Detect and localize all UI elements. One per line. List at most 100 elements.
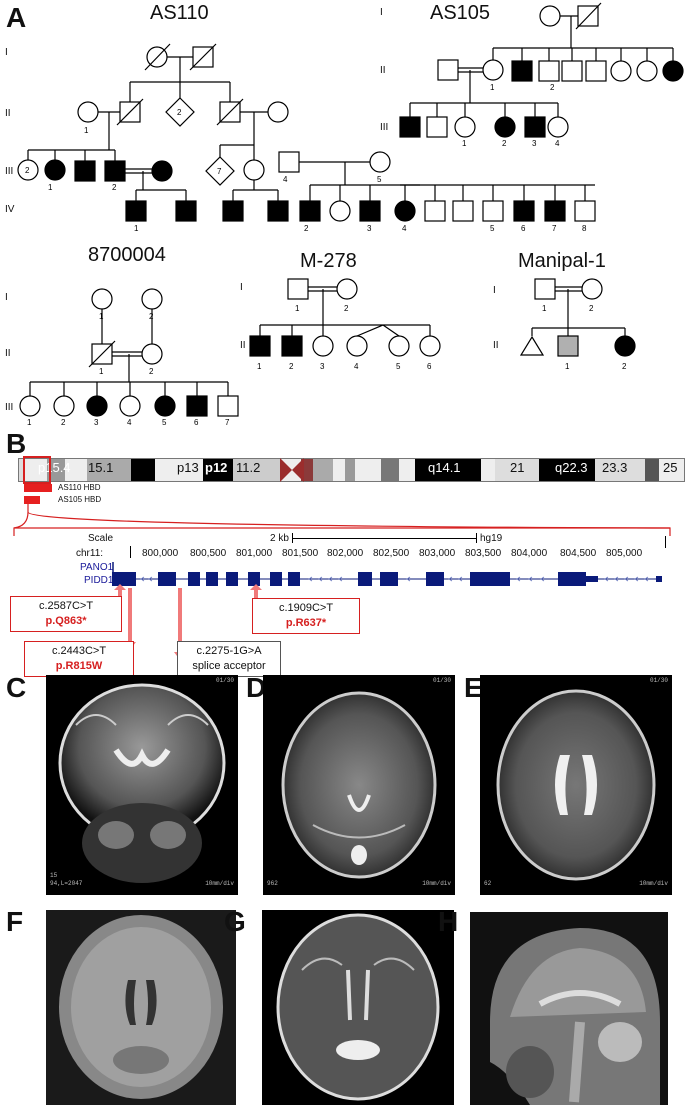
svg-text:2: 2 [177,108,182,117]
svg-text:1: 1 [565,362,570,371]
svg-text:3: 3 [532,139,537,148]
svg-text:8: 8 [582,224,587,233]
family-title-manipal1: Manipal-1 [518,250,606,272]
generation-label: II [493,340,499,351]
mri-overlay-text: 10mm/div [639,880,668,887]
mri-image-axial-t1 [46,910,236,1105]
svg-text:2: 2 [550,83,555,92]
panel-label-e: E [464,672,483,703]
gene-label-pano1: PANO1 [80,562,114,573]
mutation-cdna: c.2275-1G>A [196,645,262,657]
browser-position-label: 803,000 [419,548,456,559]
chromosome-ideogram [18,458,685,482]
family-title-m278: M-278 [300,250,357,272]
chromosome-band-label: p15.4 [38,460,71,475]
mri-overlay-text: 15 [50,872,58,879]
browser-position-label: 805,000 [606,548,643,559]
mri-overlay-text: 01/30 [432,677,451,684]
panel-label-c: C [6,672,27,703]
generation-label: I [5,47,8,58]
svg-text:4: 4 [555,139,560,148]
mutation-box: c.2275-1G>A splice acceptor [177,641,281,677]
panel-label-a: A [6,2,27,33]
panel-label-f: F [6,906,24,937]
svg-text:2: 2 [149,312,154,321]
svg-text:3: 3 [94,418,99,427]
generation-label: II [380,65,386,76]
mutation-consequence: splice acceptor [192,660,266,672]
mutation-cdna: c.2587C>T [38,600,94,612]
browser-position-label: 801,500 [282,548,319,559]
svg-text:1: 1 [84,126,89,135]
svg-text:4: 4 [283,175,288,184]
mri-image-sagittal [470,912,668,1105]
mri-overlay-text: 01/30 [215,677,234,684]
panel-label-h: H [438,906,459,937]
generation-label: I [5,292,8,303]
mri-overlay-text: 962 [267,880,278,887]
svg-text:1: 1 [295,304,300,313]
svg-text:5: 5 [396,362,401,371]
mutation-cdna: c.1909C>T [278,602,334,614]
svg-text:1: 1 [48,183,53,192]
hbd-bar-as105 [24,496,40,504]
svg-text:4: 4 [354,362,359,371]
svg-text:7: 7 [552,224,557,233]
panel-label-d: D [246,672,267,703]
svg-text:2: 2 [502,139,507,148]
mri-overlay-text: 01/30 [649,677,668,684]
browser-position-label: 800,000 [142,548,179,559]
generation-label: III [380,122,389,133]
browser-position-label: 804,000 [511,548,548,559]
svg-text:2: 2 [61,418,66,427]
svg-text:3: 3 [367,224,372,233]
generation-label: III [5,402,14,413]
gene-label-pidd1: PIDD1 [84,575,114,586]
hbd-bar-as110 [24,484,52,492]
svg-text:2: 2 [289,362,294,371]
mutation-protein: p.Q863* [45,615,87,627]
mri-image-coronal: 01/30 15 94,L=2047 10mm/div [46,675,238,895]
svg-text:6: 6 [427,362,432,371]
mutation-box: c.2443C>T p.R815W [24,641,134,677]
browser-position-label: 800,500 [190,548,227,559]
browser-assembly: hg19 [480,533,503,544]
browser-position-label: 801,000 [236,548,273,559]
hbd-label-as110: AS110 HBD [58,483,101,492]
svg-text:7: 7 [225,418,230,427]
pedigree-as110: 2 7 2 1 1 2 4 5 1 2 3 4 [17,43,420,233]
chromosome-band-label: p13 [177,460,199,475]
family-title-8700004: 8700004 [88,244,166,266]
generation-label: I [380,7,383,18]
svg-text:1: 1 [257,362,262,371]
zoom-bracket [13,504,671,536]
mri-overlay-text: 94,L=2047 [50,880,83,887]
generation-label: I [493,285,496,296]
svg-text:4: 4 [402,224,407,233]
svg-text:6: 6 [194,418,199,427]
mutation-cdna: c.2443C>T [51,645,107,657]
mri-image-axial-t2-3 [262,910,454,1105]
chromosome-band-label: 25 [663,460,678,475]
browser-position-label: 802,000 [327,548,364,559]
mutation-box: c.2587C>T p.Q863* [10,596,122,632]
chromosome-band-label: 15.1 [88,460,114,475]
browser-position-label: 802,500 [373,548,410,559]
svg-text:1: 1 [99,312,104,321]
svg-text:5: 5 [377,175,382,184]
chromosome-band-label: q14.1 [428,460,461,475]
svg-text:1: 1 [462,139,467,148]
chromosome-band-label: q22.3 [555,460,588,475]
svg-text:1: 1 [542,304,547,313]
panel-label-b: B [6,428,27,459]
chromosome-band-label: p12 [205,460,228,475]
svg-text:2: 2 [112,183,117,192]
browser-chrom-label: chr11: [76,548,104,559]
mri-image-axial-t2-2: 01/30 62 10mm/div [480,675,672,895]
mutation-protein: p.R637* [285,617,327,629]
browser-scale-value: 2 kb [270,533,289,544]
chromosome-band-label: 21 [510,460,525,475]
svg-text:2: 2 [622,362,627,371]
